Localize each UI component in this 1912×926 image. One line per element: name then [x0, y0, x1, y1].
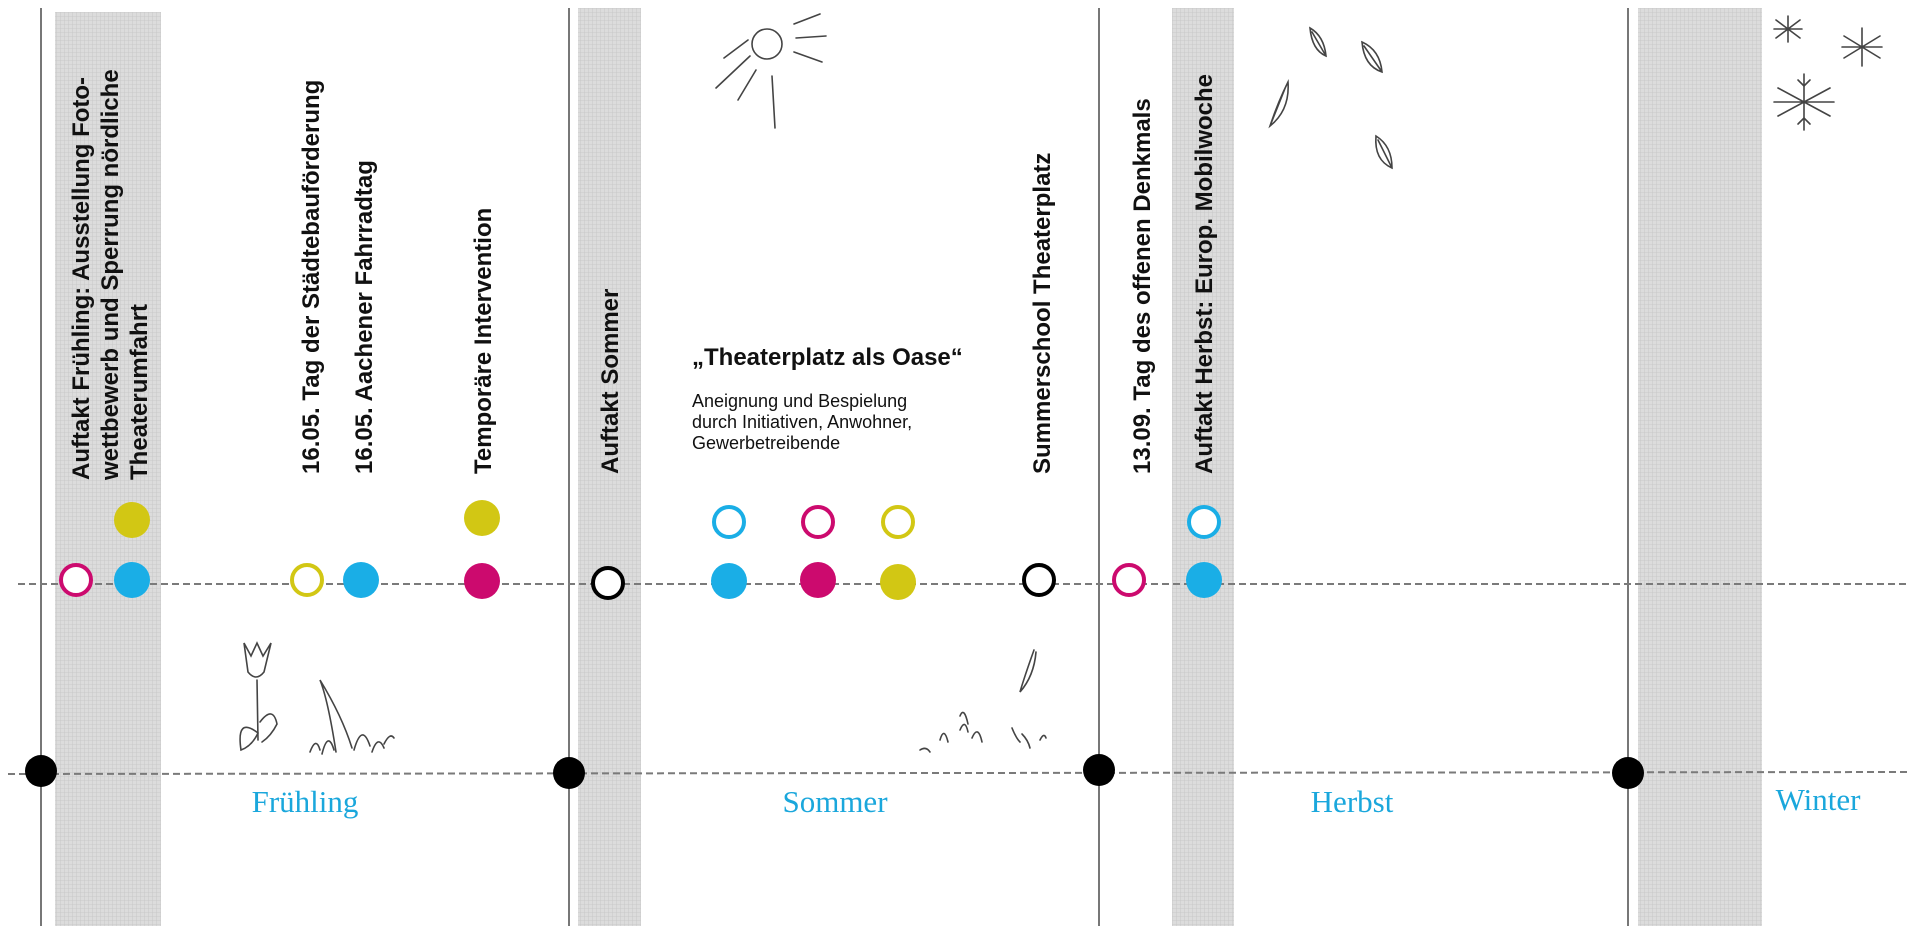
marker-tag-staedtebau-open-yellow	[290, 563, 324, 597]
marker-oase-open-yellow	[881, 505, 915, 539]
marker-oase-open-magenta	[801, 505, 835, 539]
event-markers	[59, 500, 1222, 600]
label-summerschool: Summerschool Theaterplatz	[1029, 152, 1056, 474]
label-denkmal: 13.09. Tag des offenen Denkmals	[1129, 98, 1156, 474]
season-start-dot-herbst	[1083, 754, 1115, 786]
tulip-icon	[239, 641, 278, 752]
oase-description: Aneignung und Bespielung durch Initiativ…	[692, 391, 992, 454]
marker-auftakt-fruehling-cyan	[114, 562, 150, 598]
grass-icon	[309, 679, 395, 755]
falling-leaves-icon	[1268, 26, 1393, 170]
marker-fahrradtag-cyan	[343, 562, 379, 598]
season-start-dot-fruehling	[25, 755, 57, 787]
marker-auftakt-fruehling-yellow	[114, 502, 150, 538]
marker-denkmal-open-magenta	[1112, 563, 1146, 597]
label-fahrradtag: 16.05. Aachener Fahrradtag	[351, 160, 378, 474]
season-label-fruehling: Frühling	[251, 784, 359, 819]
marker-intervention-yellow	[464, 500, 500, 536]
marker-oase-magenta	[800, 562, 836, 598]
season-start-dot-sommer	[553, 757, 585, 789]
label-auftakt-fruehling-line-1: Auftakt Frühling: Ausstellung Foto-	[68, 76, 95, 480]
summer-grass-icon	[919, 649, 1047, 753]
marker-auftakt-sommer-open-black	[591, 566, 625, 600]
oase-description-line-2: durch Initiativen, Anwohner,	[692, 412, 913, 432]
marker-oase-open-cyan	[712, 505, 746, 539]
oase-description-line-3: Gewerbetreibende	[692, 433, 841, 453]
label-auftakt-sommer: Auftakt Sommer	[597, 288, 624, 474]
band-winter	[1638, 8, 1762, 926]
label-auftakt-fruehling: Auftakt Frühling: Ausstellung Foto- wett…	[67, 69, 154, 480]
marker-auftakt-fruehling-open-magenta	[59, 563, 93, 597]
label-auftakt-fruehling-line-2: wettbewerb und Sperrung nördliche	[97, 69, 124, 480]
label-intervention: Temporäre Intervention	[470, 207, 497, 474]
marker-summerschool-open-black	[1022, 563, 1056, 597]
label-auftakt-herbst: Auftakt Herbst: Europ. Mobilwoche	[1191, 73, 1218, 474]
season-axis	[7, 771, 1909, 775]
label-auftakt-fruehling-line-3: Theaterumfahrt	[126, 303, 153, 480]
marker-oase-yellow	[880, 564, 916, 600]
snowflakes-icon	[1773, 15, 1883, 131]
marker-auftakt-herbst-open-cyan	[1187, 505, 1221, 539]
sun-icon	[715, 13, 827, 129]
oase-title: „Theaterplatz als Oase“	[692, 344, 963, 371]
season-label-winter: Winter	[1775, 782, 1861, 817]
season-start-dot-winter	[1612, 757, 1644, 789]
marker-intervention-magenta	[464, 563, 500, 599]
season-label-sommer: Sommer	[782, 784, 888, 819]
oase-description-line-1: Aneignung und Bespielung	[692, 391, 908, 411]
marker-oase-cyan	[711, 563, 747, 599]
doodles	[239, 13, 1883, 755]
label-tag-staedtebau: 16.05. Tag der Städtebauförderung	[298, 79, 325, 474]
season-label-herbst: Herbst	[1310, 784, 1394, 819]
marker-auftakt-herbst-cyan	[1186, 562, 1222, 598]
